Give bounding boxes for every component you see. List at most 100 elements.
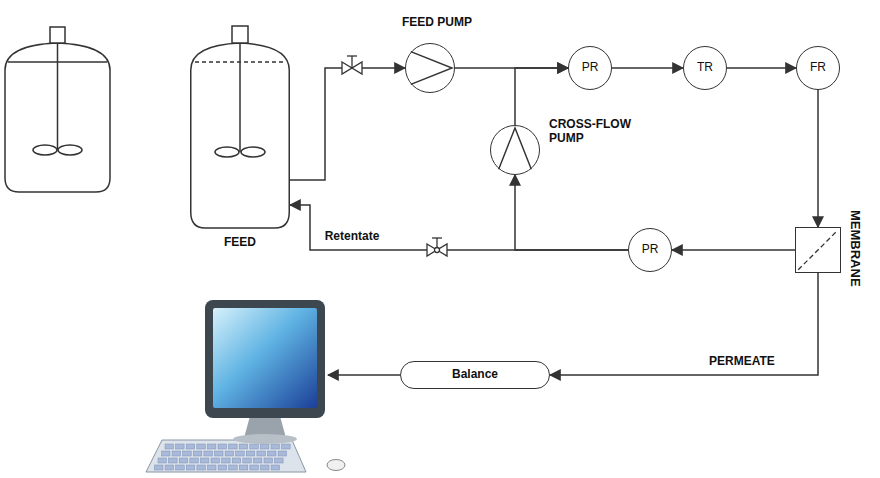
key (250, 465, 259, 470)
impeller (215, 147, 239, 157)
pipe-line (515, 68, 568, 125)
stirrer-motor (232, 26, 248, 43)
key (268, 451, 277, 456)
key (222, 458, 231, 463)
key (186, 444, 195, 449)
key (243, 458, 252, 463)
flow-indicator: FR (796, 46, 840, 90)
valve-symbol (427, 238, 447, 256)
equipment-label: CROSS-FLOW PUMP (549, 118, 649, 146)
data-link-arrow (328, 374, 400, 376)
impeller (58, 145, 82, 155)
cross-flow-pump: CROSS-FLOW PUMP (490, 125, 540, 175)
pipe-line (550, 273, 818, 375)
key (225, 451, 234, 456)
membrane-line (798, 230, 838, 270)
key (261, 465, 270, 470)
key (169, 458, 178, 463)
stirrer-shaft (57, 43, 59, 150)
key (264, 458, 273, 463)
instrument-tag: FR (810, 61, 826, 75)
pressure-indicator: PR (568, 46, 612, 90)
equipment-label: MEMBRANE (847, 210, 862, 287)
key (278, 451, 287, 456)
key (179, 458, 188, 463)
tank-symbol (190, 40, 290, 230)
instrument-tag: PR (642, 243, 659, 257)
pipe-line (290, 68, 405, 180)
tank-outline (5, 43, 110, 192)
pump-triangle (499, 128, 532, 169)
pump-symbol (406, 44, 454, 92)
key (204, 451, 213, 456)
key (275, 458, 284, 463)
pipe-line (727, 67, 796, 69)
tank-outline (191, 43, 290, 228)
key (197, 465, 206, 470)
key (190, 458, 199, 463)
key (215, 451, 224, 456)
key (229, 465, 238, 470)
pipe-line (612, 67, 683, 69)
key (218, 444, 227, 449)
monitor-base (233, 434, 297, 444)
key (282, 444, 291, 449)
key (236, 451, 245, 456)
equipment-label: Balance (452, 368, 498, 382)
key (165, 444, 174, 449)
membrane-symbol (796, 228, 840, 272)
key (193, 451, 202, 456)
monitor-screen (213, 308, 317, 408)
key (197, 444, 206, 449)
key (200, 458, 209, 463)
key (158, 458, 167, 463)
pipe-line (515, 175, 628, 250)
key (165, 465, 174, 470)
equipment-label: FEED PUMP (402, 16, 472, 30)
computer-icon (146, 300, 345, 472)
instrument-tag: TR (697, 61, 713, 75)
stirrer-motor (50, 27, 65, 43)
key (183, 451, 192, 456)
impeller (241, 147, 265, 157)
instrument-tag: PR (582, 61, 599, 75)
key (271, 444, 280, 449)
key (162, 451, 171, 456)
key (260, 444, 269, 449)
key (239, 465, 248, 470)
key (229, 444, 238, 449)
key (253, 458, 262, 463)
pipe-line (817, 90, 819, 227)
valve-symbol (342, 56, 362, 74)
pump-triangle (411, 52, 452, 85)
impeller (33, 145, 57, 155)
keyboard (146, 440, 306, 472)
key (232, 458, 241, 463)
key (176, 444, 185, 449)
key (250, 444, 258, 449)
key (271, 465, 280, 470)
spare-tank (5, 27, 110, 192)
key (176, 465, 185, 470)
key (207, 444, 216, 449)
mouse (327, 460, 345, 471)
stream-label: Retentate (322, 229, 383, 243)
balance-box: Balance (400, 361, 550, 389)
key (208, 465, 217, 470)
feed-pump: FEED PUMP (405, 43, 455, 93)
stream-label: PERMEATE (706, 354, 778, 368)
key (246, 451, 255, 456)
equipment-label: FEED (190, 236, 290, 250)
monitor-frame (205, 300, 325, 418)
pipe-line (672, 249, 795, 251)
temperature-indicator: TR (683, 46, 727, 90)
key (239, 444, 248, 449)
key (172, 451, 181, 456)
stirrer-shaft (239, 43, 241, 152)
key (257, 451, 266, 456)
keyboard-keys (155, 444, 291, 470)
key (211, 458, 220, 463)
pressure-indicator: PR (628, 228, 672, 272)
key (186, 465, 195, 470)
feed-tank: FEED (190, 40, 290, 230)
